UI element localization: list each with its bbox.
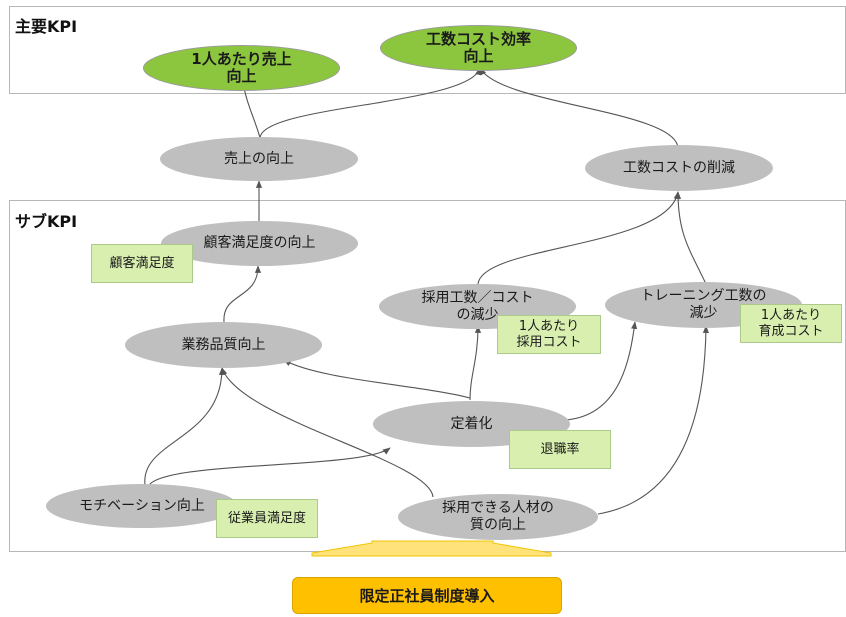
edge-quality-to-customer-sat bbox=[223, 265, 262, 323]
note-hiring-cost: 1人あたり 採用コスト bbox=[497, 315, 601, 354]
sub-kpi-title: サブKPI bbox=[15, 212, 78, 231]
node-sales-increase: 売上の向上 bbox=[160, 137, 358, 181]
edge-training-cost-to-cost-reduction bbox=[674, 191, 707, 285]
note-turnover-rate: 退職率 bbox=[509, 430, 611, 469]
edge-retention-to-training-cost bbox=[565, 321, 638, 421]
note-employee-satisfaction: 従業員満足度 bbox=[216, 499, 318, 538]
edge-hiring-cost-to-cost-reduction bbox=[477, 191, 680, 285]
edge-retention-to-quality bbox=[283, 359, 471, 399]
node-sales-per-person: 1人あたり売上 向上 bbox=[143, 45, 340, 91]
edge-retention-to-hiring-cost bbox=[469, 325, 482, 401]
node-talent-quality: 採用できる人材の 質の向上 bbox=[398, 494, 598, 540]
node-manhour-cost-reduction: 工数コストの削減 bbox=[585, 145, 773, 191]
action-limited-regular-employee: 限定正社員制度導入 bbox=[292, 577, 562, 614]
main-kpi-title: 主要KPI bbox=[15, 17, 78, 36]
note-customer-satisfaction: 顧客満足度 bbox=[91, 244, 193, 283]
edge-motivation-to-retention bbox=[147, 447, 391, 488]
edge-sales-to-cost-efficiency bbox=[259, 67, 482, 139]
edge-talent-to-training-cost bbox=[597, 325, 710, 515]
edge-motivation-to-quality bbox=[144, 367, 226, 486]
node-customer-satisfaction: 顧客満足度の向上 bbox=[161, 221, 358, 266]
node-work-quality: 業務品質向上 bbox=[125, 322, 322, 368]
node-manhour-cost-efficiency: 工数コスト効率 向上 bbox=[380, 25, 577, 71]
edge-talent-to-quality bbox=[221, 367, 434, 498]
edge-cost-reduction-to-cost-efficiency bbox=[479, 67, 679, 149]
note-training-cost: 1人あたり 育成コスト bbox=[740, 304, 842, 343]
node-motivation: モチベーション向上 bbox=[46, 484, 238, 528]
